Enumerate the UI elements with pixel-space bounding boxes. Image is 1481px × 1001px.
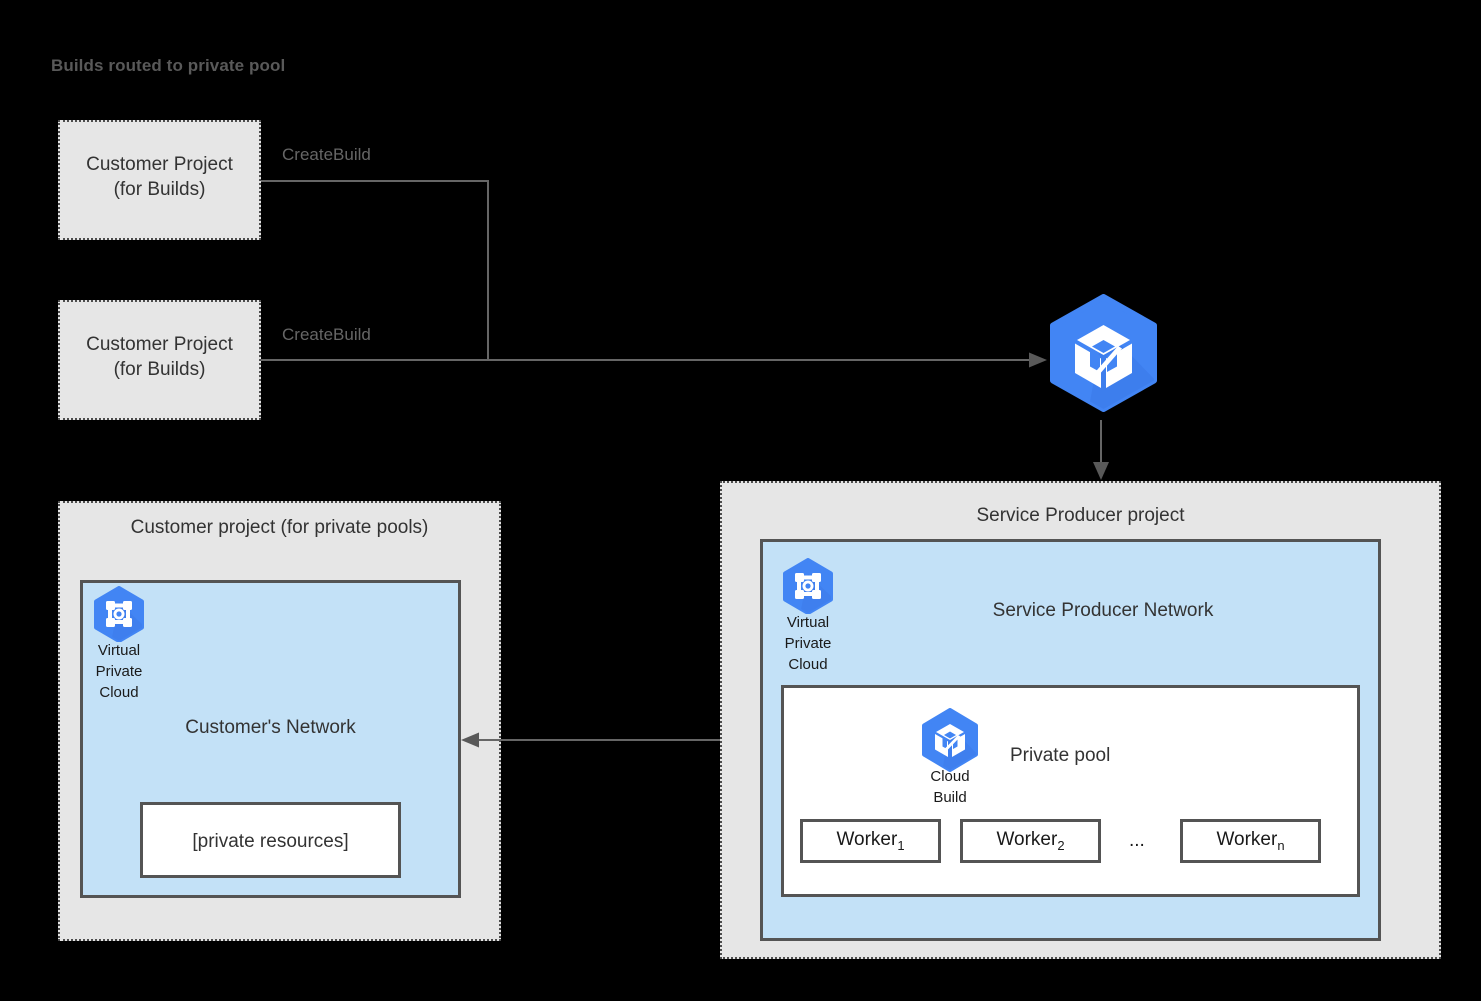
vpc-caption-line1: Virtual bbox=[97, 642, 141, 659]
customers-network-title: Customer's Network bbox=[185, 717, 356, 738]
connector-build1-vertical bbox=[487, 180, 489, 360]
customer-build-project-label-2: Customer Project (for Builds) bbox=[60, 332, 259, 382]
customer-build-project-box-2: Customer Project (for Builds) bbox=[58, 300, 261, 420]
vpc-caption-line2: Private bbox=[784, 635, 832, 652]
worker-label-1: Worker1 bbox=[836, 829, 904, 853]
worker-box-1: Worker1 bbox=[800, 819, 941, 863]
vpc-caption-line1: Virtual bbox=[786, 614, 830, 631]
worker-box-2: Worker2 bbox=[960, 819, 1101, 863]
private-pool-box bbox=[781, 685, 1360, 897]
worker-box-n: Workern bbox=[1180, 819, 1321, 863]
worker-subscript: n bbox=[1277, 837, 1285, 853]
cloud-build-caption-line2: Build bbox=[933, 789, 967, 806]
vpc-caption-left: Virtual Private Cloud bbox=[90, 640, 148, 703]
cloud-build-caption: Cloud Build bbox=[920, 766, 980, 808]
service-producer-project-title: Service Producer project bbox=[976, 505, 1185, 526]
customer-build-project-box-1: Customer Project (for Builds) bbox=[58, 120, 261, 240]
project-label-line2: (for Builds) bbox=[113, 179, 206, 200]
cloud-build-icon bbox=[1046, 294, 1161, 412]
diagram-title: Builds routed to private pool bbox=[51, 56, 286, 75]
worker-ellipsis: ... bbox=[1129, 830, 1145, 851]
vpc-caption-line2: Private bbox=[95, 663, 143, 680]
connector-cloudbuild-to-producer bbox=[1093, 420, 1109, 480]
customer-private-pool-project-title: Customer project (for private pools) bbox=[130, 517, 429, 538]
private-resources-label: [private resources] bbox=[192, 831, 349, 852]
connector-to-cloud-build bbox=[261, 352, 1047, 368]
cloud-build-caption-line1: Cloud bbox=[930, 768, 970, 785]
cloud-build-icon bbox=[919, 708, 981, 772]
project-label-line1: Customer Project bbox=[86, 154, 233, 175]
service-producer-network-title: Service Producer Network bbox=[992, 600, 1214, 621]
vpc-caption-line3: Cloud bbox=[788, 656, 828, 673]
create-build-label-2: CreateBuild bbox=[282, 325, 371, 344]
private-pool-label: Private pool bbox=[1010, 745, 1111, 766]
customer-build-project-label-1: Customer Project (for Builds) bbox=[60, 152, 259, 202]
worker-label-n: Workern bbox=[1216, 829, 1284, 853]
vpc-caption-line3: Cloud bbox=[99, 684, 139, 701]
worker-label-2: Worker2 bbox=[996, 829, 1064, 853]
worker-subscript: 2 bbox=[1057, 837, 1065, 853]
vpc-caption-right: Virtual Private Cloud bbox=[779, 612, 837, 675]
worker-name: Worker bbox=[1216, 829, 1278, 851]
private-resources-box: [private resources] bbox=[140, 802, 401, 878]
project-label-line2: (for Builds) bbox=[113, 359, 206, 380]
project-label-line1: Customer Project bbox=[86, 334, 233, 355]
connector-build1-horizontal bbox=[261, 180, 489, 182]
vpc-icon bbox=[781, 558, 835, 615]
worker-subscript: 1 bbox=[897, 837, 905, 853]
worker-name: Worker bbox=[996, 829, 1058, 851]
worker-name: Worker bbox=[836, 829, 898, 851]
create-build-label-1: CreateBuild bbox=[282, 145, 371, 164]
vpc-icon bbox=[92, 586, 146, 643]
